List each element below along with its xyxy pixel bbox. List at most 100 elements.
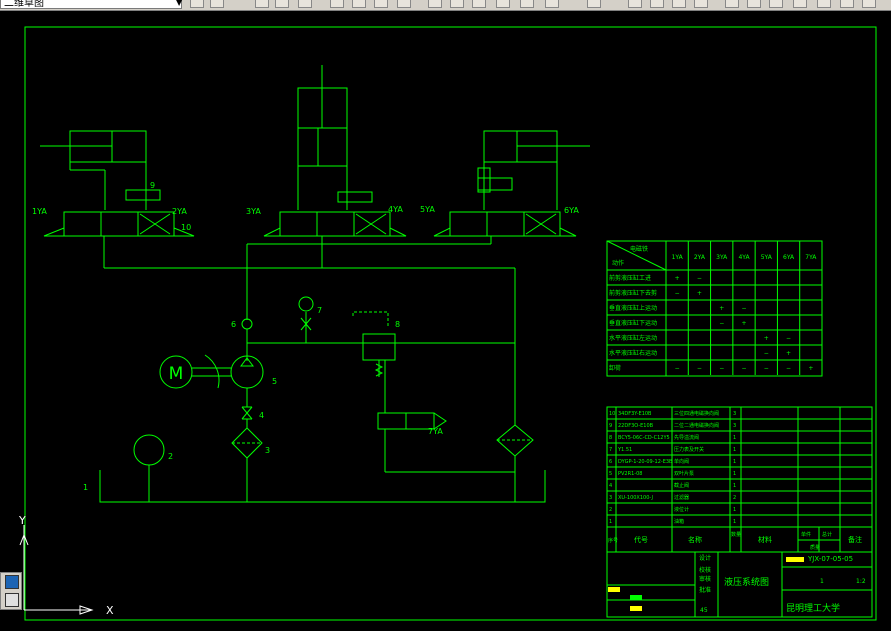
parts-header-remark: 备注 — [848, 535, 862, 544]
part-number: 3 — [265, 446, 270, 455]
solenoid-label: 2YA — [172, 207, 187, 216]
table-cell: − — [675, 365, 680, 372]
table-row-label: 卸荷 — [609, 364, 621, 372]
copy-icon[interactable] — [450, 0, 464, 8]
solenoid-label: 3YA — [246, 207, 261, 216]
workspace-select[interactable]: 二维草图 — [0, 0, 182, 9]
part-number: 8 — [395, 320, 400, 329]
table-cell: − — [764, 365, 769, 372]
scale-value: 1:2 — [856, 578, 866, 585]
drawing-canvas[interactable]: M 1YA 2YA 3YA 4YA 5YA 6YA 7YA 1 2 3 4 5 … — [0, 10, 891, 631]
match-properties-icon[interactable] — [496, 0, 510, 8]
table-cell: + — [697, 290, 702, 297]
part-number: 9 — [150, 181, 155, 190]
table-column-header: 6YA — [783, 254, 795, 261]
table-row-label: 前剪液压缸工进 — [609, 274, 651, 282]
tool-palettes-icon[interactable] — [769, 0, 783, 8]
role-label: 校核 — [699, 566, 711, 574]
side-tool-icon[interactable] — [5, 575, 19, 589]
part-number: 1 — [83, 483, 88, 492]
print-icon[interactable] — [330, 0, 344, 8]
table-cell: − — [741, 365, 746, 372]
part-number: 6 — [231, 320, 236, 329]
parts-cell: 1 — [733, 459, 736, 465]
drawing-number: YJX-07-05-05 — [807, 555, 853, 563]
table-column-header: 3YA — [716, 254, 728, 261]
parts-cell: 1 — [733, 435, 736, 441]
publish-icon[interactable] — [374, 0, 388, 8]
parts-cell: 3 — [733, 411, 736, 417]
parts-cell: 截止阀 — [674, 482, 689, 489]
part-number: 5 — [272, 377, 277, 386]
zoom-realtime-icon[interactable] — [650, 0, 664, 8]
table-column-header: 1YA — [672, 254, 684, 261]
properties-icon[interactable] — [725, 0, 739, 8]
parts-cell: 8 — [609, 435, 612, 441]
parts-header-weight: 质量 — [810, 544, 820, 551]
parts-header-material: 材料 — [758, 535, 772, 544]
table-column-header: 7YA — [805, 254, 817, 261]
parts-cell: 3 — [609, 495, 612, 501]
new-file-icon[interactable] — [255, 0, 269, 8]
table-cell: − — [719, 365, 724, 372]
table-column-header: 4YA — [738, 254, 750, 261]
sheet-set-icon[interactable] — [793, 0, 807, 8]
part-number: 7 — [317, 306, 322, 315]
table-cell: + — [719, 305, 724, 312]
parts-cell: 油箱 — [674, 518, 684, 525]
toolbar-button[interactable] — [190, 0, 204, 8]
parts-cell: 5 — [609, 471, 612, 477]
table-row-label: 前剪液压缸下去剪 — [609, 289, 657, 297]
table-cell: − — [675, 290, 680, 297]
save-icon[interactable] — [298, 0, 312, 8]
parts-cell: XU-100X100-J — [618, 495, 653, 501]
chevron-down-icon[interactable]: ▼ — [176, 0, 183, 7]
part-number: 10 — [181, 223, 191, 232]
table-cell: − — [697, 275, 702, 282]
parts-cell: 1 — [733, 447, 736, 453]
plot-icon[interactable] — [397, 0, 411, 8]
solenoid-label: 1YA — [32, 207, 47, 216]
zoom-previous-icon[interactable] — [694, 0, 708, 8]
parts-cell: 10 — [609, 411, 615, 417]
table-cell: − — [764, 350, 769, 357]
parts-cell: 液位计 — [674, 506, 689, 513]
paste-icon[interactable] — [472, 0, 486, 8]
parts-cell: 4 — [609, 483, 612, 489]
parts-cell: 2 — [609, 507, 612, 513]
role-label: 审核 — [699, 575, 711, 583]
zoom-window-icon[interactable] — [672, 0, 686, 8]
redo-icon[interactable] — [587, 0, 601, 8]
calculator-icon[interactable] — [840, 0, 854, 8]
cut-icon[interactable] — [428, 0, 442, 8]
parts-cell: 压力表及开关 — [674, 446, 704, 453]
side-tool-icon[interactable] — [5, 593, 19, 607]
help-icon[interactable] — [862, 0, 876, 8]
parts-cell: 1 — [609, 519, 612, 525]
toolbar-button[interactable] — [210, 0, 224, 8]
design-center-icon[interactable] — [747, 0, 761, 8]
school-name: 昆明理工大学 — [786, 602, 840, 614]
parts-cell: 单向阀 — [674, 458, 689, 465]
table-row-label: 水平液压缸左运动 — [609, 334, 657, 342]
parts-header-code: 代号 — [634, 535, 648, 544]
parts-cell: PV2R1-08 — [618, 471, 642, 477]
ucs-y-label: Y — [18, 514, 26, 527]
undo-icon[interactable] — [545, 0, 559, 8]
markup-icon[interactable] — [817, 0, 831, 8]
parts-header-seq: 序号 — [608, 537, 618, 544]
block-editor-icon[interactable] — [520, 0, 534, 8]
parts-header-name: 名称 — [688, 535, 702, 544]
parts-cell: 1 — [733, 483, 736, 489]
open-file-icon[interactable] — [275, 0, 289, 8]
ucs-icon — [19, 525, 94, 615]
preview-icon[interactable] — [352, 0, 366, 8]
table-cell: − — [697, 365, 702, 372]
solenoid-label: 6YA — [564, 206, 579, 215]
pan-icon[interactable] — [628, 0, 642, 8]
table-cell: − — [719, 320, 724, 327]
solenoid-label: 7YA — [428, 427, 443, 436]
parts-cell: DYGP-1-20-09-12-E3B — [618, 459, 673, 465]
motor-label: M — [169, 364, 184, 384]
